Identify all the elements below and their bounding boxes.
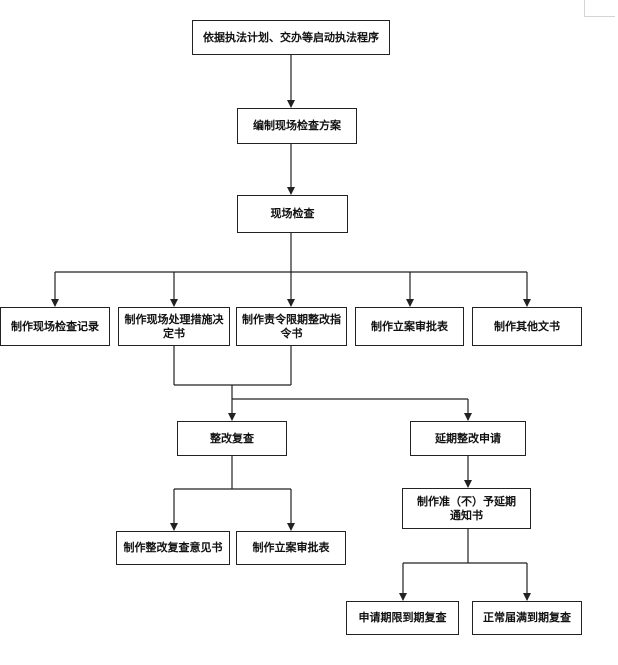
node-start: 依据执法计划、交办等启动执法程序 [192,20,390,55]
node-case-approval-2: 制作立案审批表 [236,531,346,565]
node-case-approval: 制作立案审批表 [355,307,464,346]
node-early-review: 申请期限到期复查 [346,601,459,635]
node-plan: 编制现场检查方案 [237,108,357,144]
node-measures: 制作现场处理措施决定书 [118,307,230,346]
node-extension: 延期整改申请 [410,421,526,456]
node-opinion: 制作整改复查意见书 [116,531,230,565]
node-other-docs: 制作其他文书 [472,307,582,346]
corner-mark [584,0,615,17]
node-record: 制作现场检查记录 [0,307,110,346]
node-normal-review: 正常届满到期复查 [472,601,582,635]
node-approve-extension: 制作准（不）予延期通知书 [402,488,531,529]
node-inspect: 现场检查 [237,195,348,233]
node-order: 制作责令限期整改指令书 [236,307,347,346]
node-review: 整改复查 [177,421,287,456]
